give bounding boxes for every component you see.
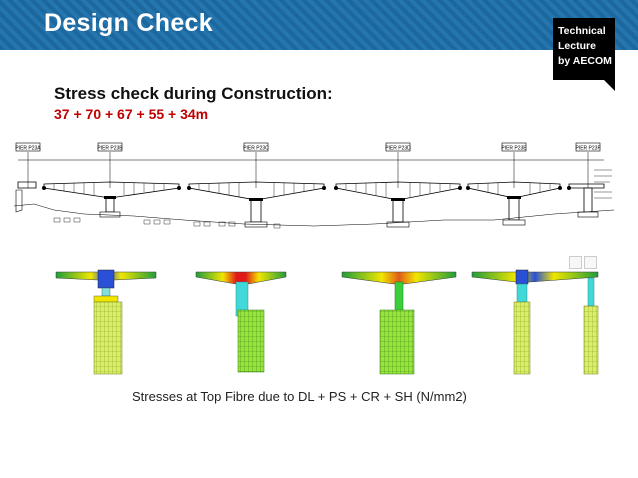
slide-subtitle: Stress check during Construction: [54,84,333,103]
segment-markers [53,217,281,229]
segment-joints [53,182,551,197]
pier-label-1: PIER P23A [15,142,41,152]
svg-text:PIER P23A: PIER P23A [15,146,41,152]
stress-model-4 [471,269,599,375]
header-shade [0,0,638,50]
stress-model-1 [55,269,157,375]
drawing-notes [594,169,612,199]
pier-label-6: PIER P23F [575,142,601,152]
svg-text:PIER P23D: PIER P23D [385,146,411,152]
pier-label-2: PIER P23B [97,142,123,152]
ground-line [14,203,614,227]
aecom-badge [553,18,615,80]
bridge-elevation-drawing: PIER P23A PIER P23B PIER P23C PIER P23D … [14,142,614,229]
svg-text:PIER P23E: PIER P23E [501,146,527,152]
pier-label-3: PIER P23C [243,142,269,152]
badge-line-2: Lecture [558,40,596,52]
piers [105,187,593,223]
image-control-icon-2[interactable] [584,256,597,269]
stress-model-3 [341,271,457,375]
image-control-icon[interactable] [569,256,582,269]
pier-heads [104,196,521,201]
slide-title: Design Check [44,9,213,37]
stress-model-2 [195,271,287,373]
svg-text:PIER P23C: PIER P23C [243,146,269,152]
badge-line-3: by AECOM [558,55,612,67]
bearings [42,186,571,190]
badge-line-1: Technical [558,25,606,37]
pier-label-5: PIER P23E [501,142,527,152]
badge-notch [600,76,615,91]
badge-text: Technical Lecture by AECOM [558,24,612,69]
header-banner [0,0,638,50]
svg-text:PIER P23B: PIER P23B [97,146,123,152]
stress-contour-results [55,269,599,375]
pier-label-4: PIER P23D [385,142,411,152]
figure-caption: Stresses at Top Fibre due to DL + PS + C… [132,389,467,404]
left-abutment [15,189,23,213]
svg-text:PIER P23F: PIER P23F [575,146,600,152]
span-arrangement: 37 + 70 + 67 + 55 + 34m [54,106,209,122]
